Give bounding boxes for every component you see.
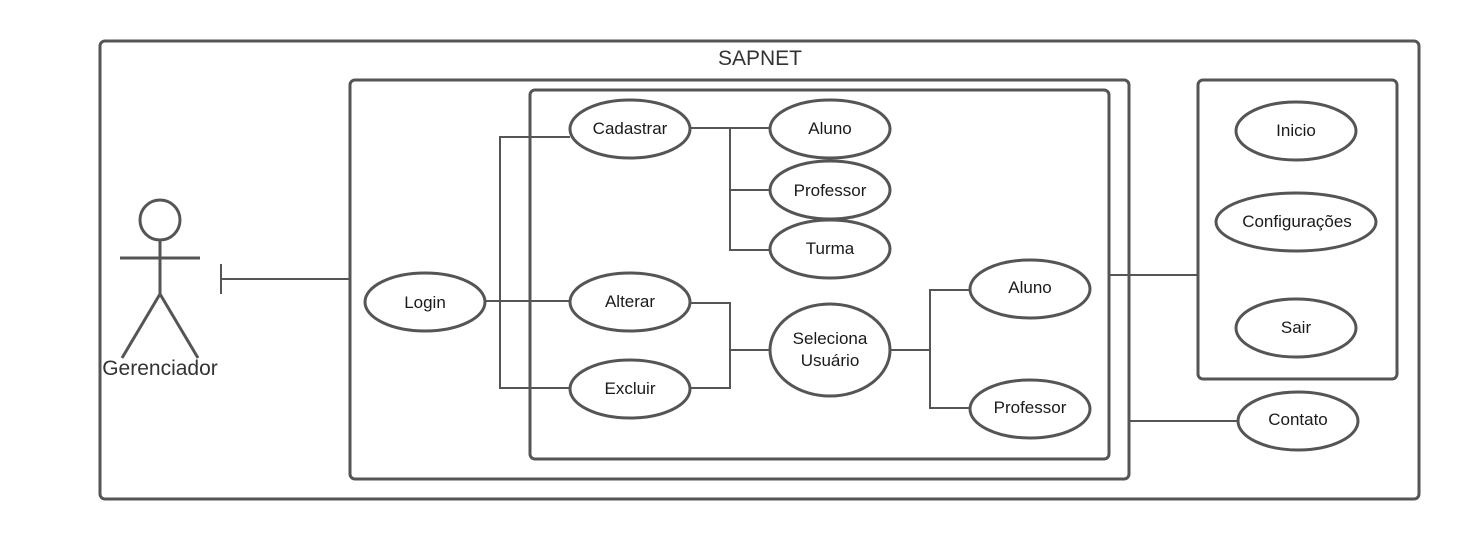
usecase-selecionar-aluno-label: Aluno xyxy=(1008,278,1051,297)
usecase-seleciona-label-line1: Seleciona xyxy=(793,329,868,348)
usecase-excluir-label: Excluir xyxy=(604,379,655,398)
usecase-seleciona-usuario[interactable] xyxy=(768,302,892,398)
usecase-cadastrar-aluno-label: Aluno xyxy=(808,119,851,138)
usecase-sair[interactable] xyxy=(1234,297,1358,359)
usecase-selecionar-aluno[interactable] xyxy=(968,258,1092,320)
usecase-configuracoes[interactable] xyxy=(1214,191,1378,253)
usecase-configuracoes-label: Configurações xyxy=(1242,212,1352,231)
usecase-selecionar-professor-label: Professor xyxy=(994,398,1067,417)
actor-figure xyxy=(120,198,200,359)
actor-right-leg xyxy=(158,293,200,359)
usecase-seleciona-label-line2: Usuário xyxy=(801,351,860,370)
usecase-login-label: Login xyxy=(404,293,446,312)
usecase-inicio-label: Inicio xyxy=(1276,121,1316,140)
connector-login-cadastrar xyxy=(485,136,570,302)
system-title: SAPNET xyxy=(718,47,802,70)
usecase-cadastrar-label: Cadastrar xyxy=(593,119,668,138)
usecase-alterar[interactable] xyxy=(568,271,692,333)
operations-boundary xyxy=(528,88,1111,461)
actor-left-leg xyxy=(120,293,162,359)
usecase-cadastrar-professor-label: Professor xyxy=(794,181,867,200)
usecase-cadastrar-aluno[interactable] xyxy=(768,98,892,160)
usecase-alterar-label: Alterar xyxy=(605,292,655,311)
menu-boundary xyxy=(1196,78,1399,381)
connector-login-excluir xyxy=(485,300,570,389)
usecase-cadastrar-turma[interactable] xyxy=(768,218,892,280)
usecase-excluir[interactable] xyxy=(568,358,692,420)
usecase-cadastrar-turma-label: Turma xyxy=(806,239,855,258)
usecase-inicio[interactable] xyxy=(1234,100,1358,162)
usecase-login[interactable] xyxy=(363,271,487,333)
connector-seleciona-professor xyxy=(890,349,970,409)
usecase-cadastrar[interactable] xyxy=(568,98,692,160)
system-boundary xyxy=(98,39,1421,501)
usecase-selecionar-professor[interactable] xyxy=(968,378,1092,440)
actor-label: Gerenciador xyxy=(102,357,218,380)
connector-seleciona-aluno xyxy=(890,289,970,351)
usecase-contato-label: Contato xyxy=(1268,410,1328,429)
connector-cadastrar-turma xyxy=(690,127,770,251)
usecase-contato[interactable] xyxy=(1236,390,1360,452)
usecase-sair-label: Sair xyxy=(1281,318,1312,337)
actor-head xyxy=(138,198,182,242)
connector-excluir-seleciona xyxy=(690,350,731,389)
connector-alterar-seleciona xyxy=(690,302,770,351)
